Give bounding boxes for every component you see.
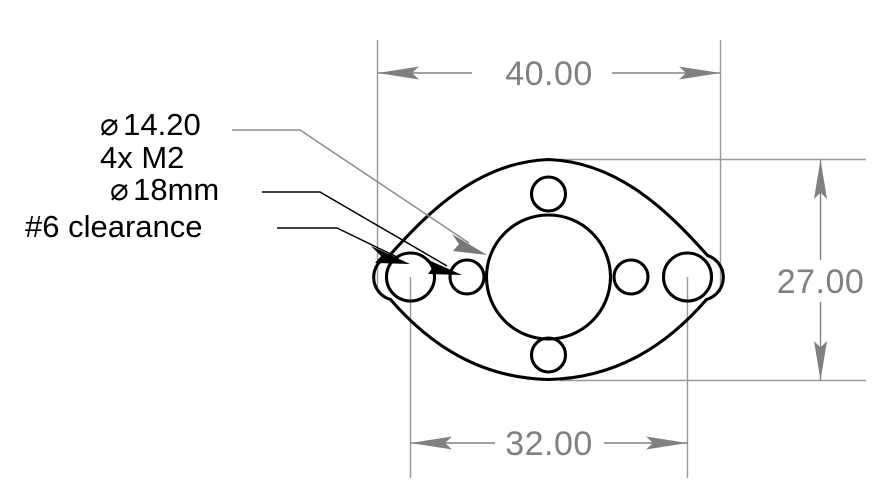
leader-arrow-bolt-circle — [424, 258, 462, 275]
clearance-hole-left — [384, 251, 437, 303]
annotation-bolt-circle-label: 18mm — [133, 172, 220, 207]
annotation-thread-callout-label: 4x M2 — [100, 140, 185, 175]
leader-arrow-clearance-hole — [371, 246, 410, 264]
annotation-bolt-circle: ⌀ 18mm — [110, 172, 219, 208]
annotation-mounting-holes: #6 clearance — [25, 209, 203, 245]
dim-arrow-height-bottom — [814, 341, 827, 381]
bolt-circle-hole-bottom — [529, 336, 568, 374]
dimension-overall-height: 27.00 — [777, 159, 865, 381]
dimension-value-overall-height: 27.00 — [777, 263, 865, 301]
dim-arrow-spacing-right — [646, 436, 688, 450]
leader-arrow-center-bore — [452, 234, 487, 255]
annotation-thread-callout: 4x M2 — [100, 140, 184, 176]
part-outline-path — [372, 157, 725, 382]
annotation-mounting-holes-label: #6 clearance — [25, 209, 203, 244]
leader-line-clearance-hole — [277, 227, 400, 259]
leader-line-bolt-circle — [262, 191, 448, 267]
leader-line-center-bore — [232, 129, 470, 244]
clearance-hole-right — [661, 251, 714, 303]
annotation-center-bore-label: 14.20 — [123, 107, 201, 142]
dim-arrow-width-right — [679, 66, 721, 80]
dimension-bolt-hole-spacing: 32.00 — [410, 425, 688, 463]
dimension-overall-width: 40.00 — [377, 55, 721, 93]
dim-arrow-height-top — [814, 159, 827, 199]
leader-lines — [232, 129, 487, 275]
dimension-value-bolt-hole-spacing: 32.00 — [505, 425, 593, 463]
dimension-value-overall-width: 40.00 — [505, 55, 593, 93]
extension-lines — [376, 40, 866, 478]
dim-arrow-width-left — [377, 66, 419, 80]
diameter-symbol-icon: ⌀ — [100, 107, 119, 142]
bolt-circle-hole-top — [529, 175, 568, 213]
bolt-circle-hole-left — [448, 258, 486, 296]
dim-arrow-spacing-left — [410, 436, 452, 450]
bolt-circle-hole-right — [612, 258, 650, 296]
part-geometry — [372, 157, 725, 382]
diameter-symbol-icon-2: ⌀ — [110, 172, 129, 207]
center-bore-circle — [484, 213, 613, 341]
annotation-center-bore: ⌀ 14.20 — [100, 107, 201, 143]
